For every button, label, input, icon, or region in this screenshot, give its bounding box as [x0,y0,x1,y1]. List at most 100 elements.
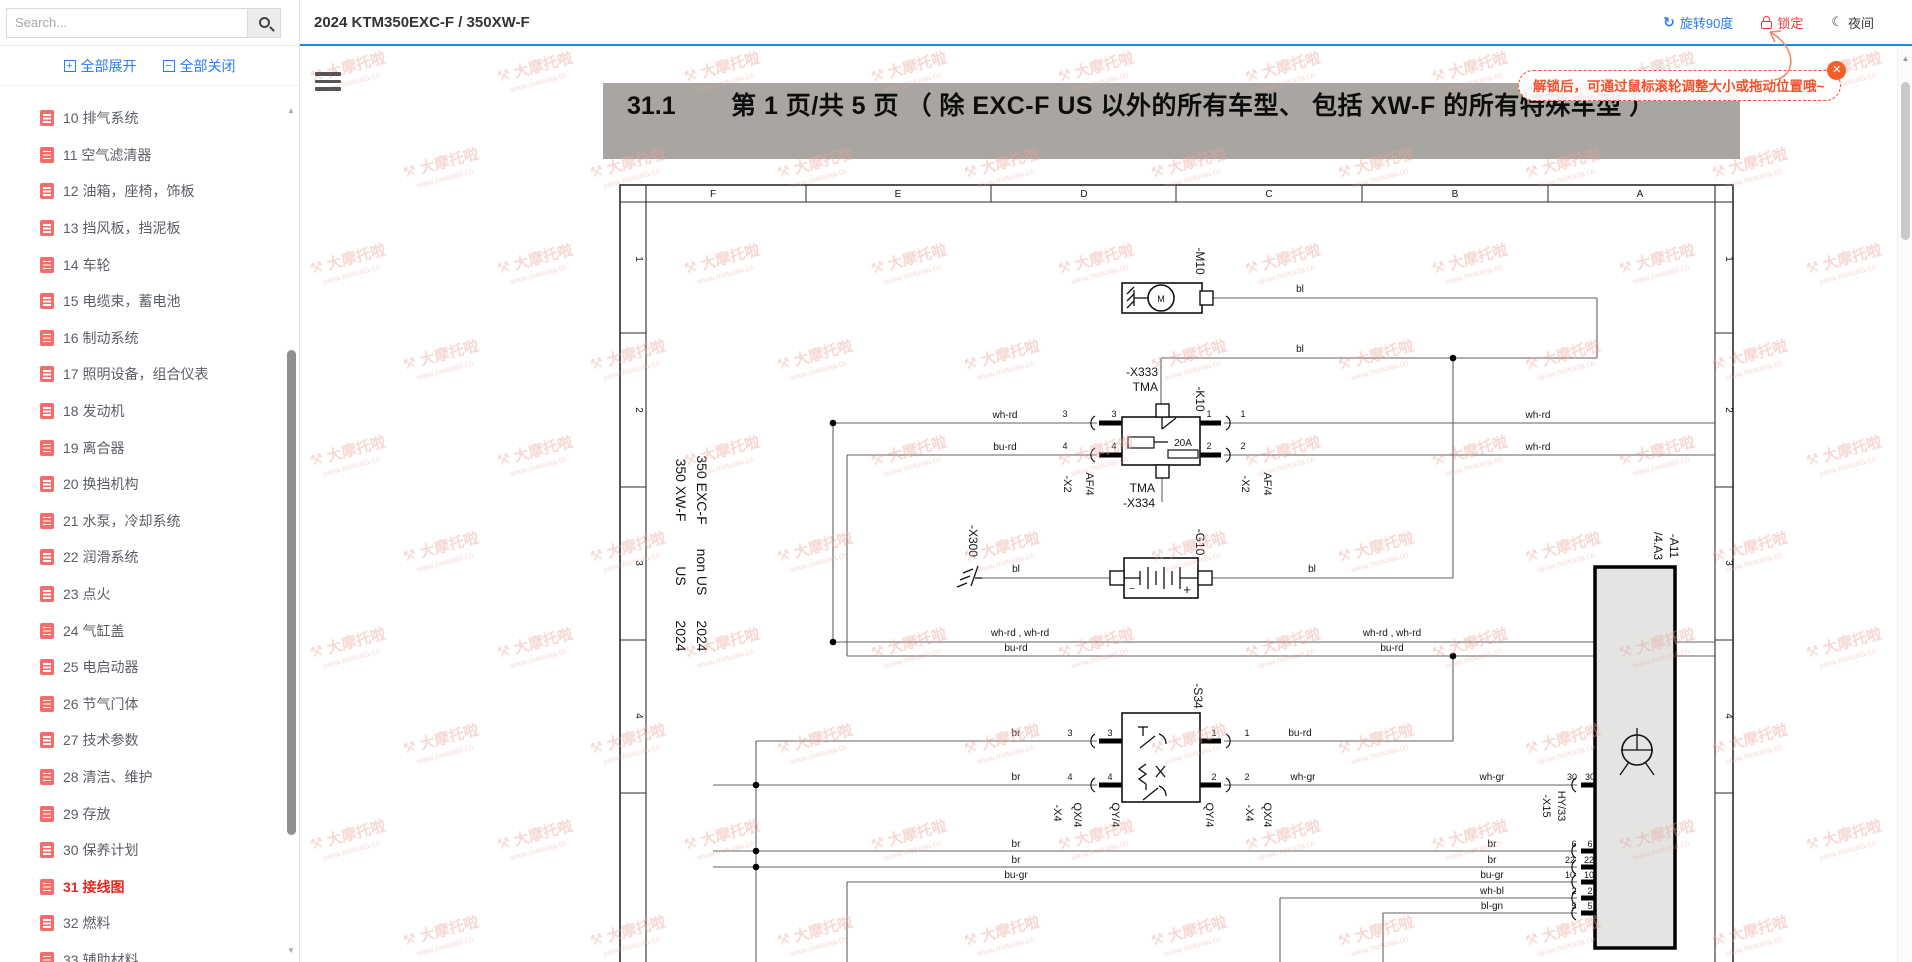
diagram-label: -K10 [1193,386,1207,412]
document-viewport[interactable]: 31.1 第 1 页/共 5 页 （ 除 EXC-F US 以外的所有车型、 包… [301,46,1897,962]
night-mode-button[interactable]: ☾ 夜间 [1831,13,1874,32]
rotate-90-button[interactable]: ↻ 旋转90度 [1663,13,1733,32]
component-detail [1167,449,1199,459]
sidebar-item-label: 30 保养计划 [63,842,139,859]
diagram-label: 3 [1107,728,1112,738]
main-scrollbar[interactable]: ▲ [1897,46,1912,962]
document-icon [40,622,54,639]
collapse-all-link[interactable]: 全部关闭 [162,56,236,76]
diagram-label: 2 [1240,441,1245,451]
menu-toggle-button[interactable] [315,72,341,94]
connector-socket [1225,777,1231,793]
main-scrollbar-thumb[interactable] [1901,82,1910,240]
expand-all-icon [63,59,76,72]
sidebar-item[interactable]: 18 发动机 [0,393,282,430]
sidebar-item[interactable]: 31 接线图 [0,868,282,905]
diagram-label: 2 [1571,886,1576,896]
connector-socket [1571,905,1577,921]
sidebar-item-label: 24 气缸盖 [63,622,125,639]
connector-socket [1571,777,1577,793]
sidebar-item-label: 15 电缆束，蓄电池 [63,293,181,310]
diagram-label: 3 [1723,560,1734,566]
sidebar-scrollbar-thumb[interactable] [287,350,296,835]
search-button[interactable] [247,7,281,38]
sidebar-item[interactable]: 25 电启动器 [0,649,282,686]
search-row [0,0,299,46]
diagram-label: 22 [1565,855,1575,865]
connector-socket [1571,874,1577,890]
document-icon [40,695,54,712]
diagram-label: 4 [1723,713,1734,719]
sidebar-item-label: 19 离合器 [63,439,125,456]
sidebar-item[interactable]: 11 空气滤清器 [0,137,282,174]
diagram-label: -X15 [1540,794,1552,817]
diagram-label: 5 [1587,901,1592,911]
diagram-label: 2024 [673,620,689,651]
sidebar-item[interactable]: 24 气缸盖 [0,612,282,649]
sidebar-item[interactable]: 32 燃料 [0,905,282,942]
sidebar-item[interactable]: 15 电缆束，蓄电池 [0,283,282,320]
diagram-label: F [710,189,716,200]
search-icon [258,17,270,28]
sidebar-item[interactable]: 12 油箱，座椅，饰板 [0,173,282,210]
diagram-label: wh-gr [1289,772,1316,783]
scroll-up-icon[interactable]: ▲ [1901,54,1910,63]
section-title: 第 1 页/共 5 页 （ 除 EXC-F US 以外的所有车型、 包括 XW-… [731,92,1655,120]
sidebar-item-label: 10 排气系统 [63,110,139,127]
sidebar-item[interactable]: 19 离合器 [0,429,282,466]
component-box [1121,282,1203,314]
sidebar-item-label: 33 辅助材料 [63,951,139,962]
diagram-label: 1 [1723,256,1734,262]
sidebar-item[interactable]: 28 清洁、维护 [0,759,282,796]
sidebar-item[interactable]: 30 保养计划 [0,832,282,869]
sidebar-item[interactable]: 27 技术参数 [0,722,282,759]
sidebar-item[interactable]: 29 存放 [0,795,282,832]
diagram-label: 22 [1584,855,1594,865]
sidebar-item[interactable]: 23 点火 [0,576,282,613]
close-icon[interactable]: ✕ [1827,61,1847,80]
scroll-down-icon[interactable]: ▼ [287,946,295,955]
diagram-label: 6 [1587,839,1592,849]
sidebar-item[interactable]: 26 节气门体 [0,686,282,723]
expand-all-label: 全部展开 [80,57,137,74]
diagram-label: 30 [1567,772,1577,782]
scroll-up-icon[interactable]: ▲ [287,106,295,115]
document-icon [40,256,54,273]
sidebar-item-label: 23 点火 [63,586,111,603]
sidebar-item[interactable]: 17 照明设备，组合仪表 [0,356,282,393]
sidebar-item[interactable]: 20 换挡机构 [0,466,282,503]
diagram-label: -X2 [1061,475,1073,492]
diagram-label: AF/4 [1261,472,1273,495]
search-input[interactable] [6,7,247,38]
document-icon [40,512,54,529]
sidebar-item[interactable]: 21 水泵，冷却系统 [0,503,282,540]
diagram-label: -S34 [1191,683,1205,709]
sidebar-item[interactable]: 10 排气系统 [0,100,282,137]
expand-all-link[interactable]: 全部展开 [63,56,137,76]
sidebar-item[interactable]: 13 挡风板，挡泥板 [0,210,282,247]
sidebar-item[interactable]: 16 制动系统 [0,320,282,357]
sidebar-item[interactable]: 22 润滑系统 [0,539,282,576]
document-icon [40,329,54,346]
junction-dot [829,419,837,427]
lock-button[interactable]: 锁定 [1761,13,1803,32]
diagram-label: 2 [1244,772,1249,782]
sidebar-item[interactable]: 33 辅助材料 [0,942,282,962]
diagram-label: QY/4 [1203,802,1215,827]
diagram-label: br [1012,728,1022,739]
sidebar-item[interactable]: 14 车轮 [0,246,282,283]
